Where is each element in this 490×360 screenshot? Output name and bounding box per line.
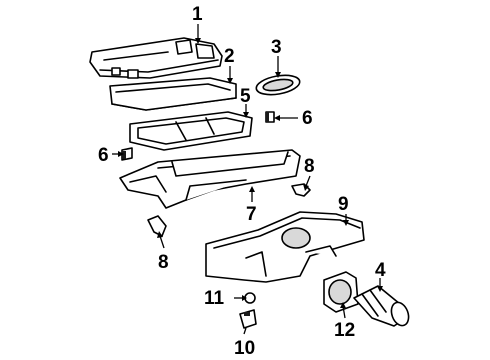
part-throttle-adapter — [323, 271, 359, 313]
callout-6-left: 6 — [98, 145, 109, 166]
callout-9: 9 — [338, 194, 349, 215]
callout-6-right: 6 — [302, 108, 313, 129]
part-air-cleaner-cover — [89, 37, 223, 79]
part-hose-left — [147, 215, 167, 237]
callout-12: 12 — [334, 320, 355, 341]
part-clip-right — [265, 111, 275, 123]
part-filter-element — [109, 77, 237, 111]
part-filter-tray — [129, 111, 253, 151]
part-air-box-base — [119, 149, 301, 209]
part-sensor — [239, 309, 257, 329]
callout-7: 7 — [246, 204, 257, 225]
callout-5: 5 — [240, 86, 251, 107]
callout-8-right: 8 — [304, 156, 315, 177]
part-intake-duct — [205, 211, 365, 283]
callout-1: 1 — [192, 4, 203, 25]
callout-2: 2 — [224, 46, 235, 67]
callout-10: 10 — [234, 338, 255, 359]
leader-lines — [112, 24, 383, 335]
part-seal-ring — [255, 74, 301, 96]
callout-8-left: 8 — [158, 252, 169, 273]
part-clip-left — [121, 147, 133, 161]
part-flex-hose — [353, 285, 410, 327]
callout-4: 4 — [375, 260, 386, 281]
callout-3: 3 — [271, 37, 282, 58]
callout-11: 11 — [204, 288, 225, 309]
